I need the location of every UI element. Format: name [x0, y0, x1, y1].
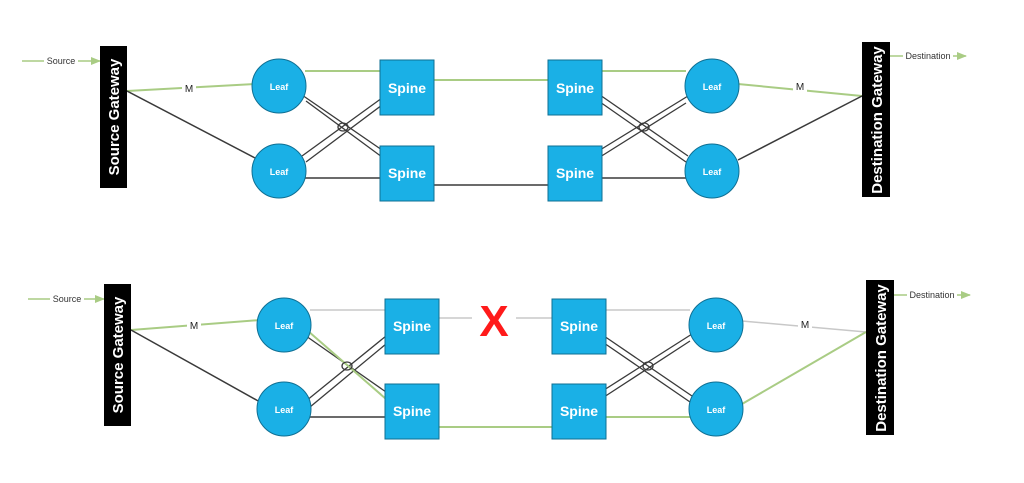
svg-text:Spine: Spine — [560, 318, 598, 334]
destination-gateway-label: Destination Gateway — [873, 284, 890, 432]
source-gateway-label: Source Gateway — [106, 58, 123, 175]
spine-node: Spine — [384, 383, 440, 440]
svg-text:Leaf: Leaf — [707, 321, 727, 331]
svg-text:Spine: Spine — [560, 403, 598, 419]
source-arrow: Source — [28, 293, 105, 305]
svg-text:Spine: Spine — [388, 80, 426, 96]
svg-text:Spine: Spine — [556, 165, 594, 181]
destination-gateway-label: Destination Gateway — [869, 46, 886, 194]
source-gateway: Source Gateway — [104, 284, 131, 426]
spine-node: Spine — [384, 298, 440, 355]
source-gateway-label: Source Gateway — [110, 296, 127, 413]
spine-node: Spine — [379, 145, 435, 202]
diagram-failover-path: Source M X — [28, 280, 971, 440]
leaf-node: Leaf — [688, 297, 744, 353]
spine-node: Spine — [551, 383, 607, 440]
link-leaf-dgw-bottom — [741, 331, 867, 405]
destination-label: Destination — [905, 51, 950, 61]
cross-links-right — [599, 94, 689, 163]
svg-text:Spine: Spine — [393, 403, 431, 419]
svg-text:Leaf: Leaf — [270, 82, 290, 92]
svg-text:Leaf: Leaf — [275, 405, 295, 415]
marker-m-left: M — [185, 84, 193, 95]
leaf-node: Leaf — [684, 143, 740, 199]
spine-node: Spine — [379, 59, 435, 116]
leaf-node: Leaf — [256, 381, 312, 437]
destination-arrow: Destination — [894, 289, 971, 301]
cross-links-left — [301, 94, 383, 163]
leaf-node: Leaf — [256, 297, 312, 353]
leaf-node: Leaf — [251, 58, 307, 114]
svg-text:Leaf: Leaf — [275, 321, 295, 331]
marker-m-right: M — [796, 82, 804, 93]
svg-text:Spine: Spine — [556, 80, 594, 96]
source-gateway: Source Gateway — [100, 46, 127, 188]
spine-node: Spine — [551, 298, 607, 355]
svg-text:Leaf: Leaf — [703, 82, 723, 92]
cross-links-left — [305, 330, 387, 408]
marker-m-right: M — [801, 320, 809, 331]
spine-node: Spine — [547, 145, 603, 202]
link-failure-icon: X — [479, 297, 508, 346]
source-label: Source — [47, 56, 76, 66]
source-label: Source — [53, 294, 82, 304]
spine-node: Spine — [547, 59, 603, 116]
svg-text:Leaf: Leaf — [703, 167, 723, 177]
leaf-node: Leaf — [251, 143, 307, 199]
leaf-node: Leaf — [688, 381, 744, 437]
link-sgw-leaf-bottom — [126, 90, 256, 159]
destination-gateway: Destination Gateway — [862, 42, 890, 197]
link-leaf-dgw-bottom — [737, 95, 863, 161]
source-arrow: Source — [22, 55, 101, 67]
marker-m-left: M — [190, 321, 198, 332]
svg-text:Spine: Spine — [388, 165, 426, 181]
link-sgw-leaf-bottom — [130, 329, 261, 403]
destination-arrow: Destination — [890, 50, 967, 62]
leaf-node: Leaf — [684, 58, 740, 114]
svg-text:Spine: Spine — [393, 318, 431, 334]
destination-gateway: Destination Gateway — [866, 280, 894, 435]
svg-text:Leaf: Leaf — [707, 405, 727, 415]
diagram-normal-path: Source M — [22, 42, 967, 202]
cross-links-right — [603, 333, 693, 403]
destination-label: Destination — [909, 290, 954, 300]
svg-text:Leaf: Leaf — [270, 167, 290, 177]
